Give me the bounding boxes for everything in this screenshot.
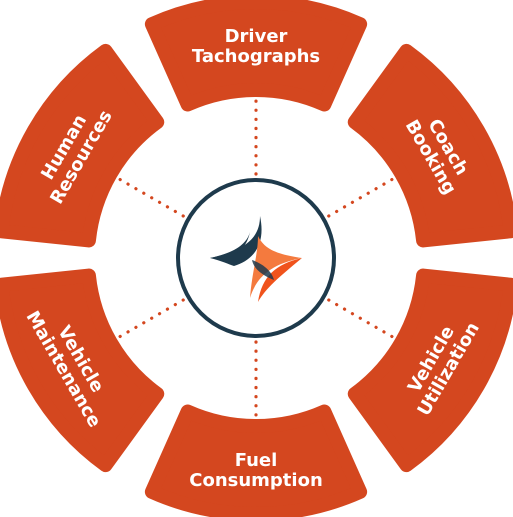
logo-orange-blade [258,258,302,302]
segment-vehicle-utilization: VehicleUtilization [347,268,513,473]
logo-dark-blade [210,216,262,266]
segment-shape [0,268,165,473]
segment-label-line1: Fuel [235,450,278,471]
segment-shape [0,43,165,248]
segment-shape [144,0,368,112]
segment-coach-booking: CoachBooking [347,43,513,248]
segment-label-line2: Consumption [189,470,323,491]
segment-label-line1: Driver [225,26,288,47]
spoke-coach-booking [327,174,400,218]
segment-shape [347,43,513,248]
segment-vehicle-maintenance: VehicleMaintenance [0,268,165,473]
segment-shape [347,268,513,473]
spoke-vehicle-maintenance [112,298,185,342]
segment-label-line2: Tachographs [192,46,320,67]
four-point-star-logo-icon [210,212,302,304]
segment-human-resources: HumanResources [0,43,165,248]
spoke-human-resources [112,174,185,218]
center-hub [176,178,336,338]
spoke-vehicle-utilization [327,298,400,342]
segment-shape [144,404,368,517]
